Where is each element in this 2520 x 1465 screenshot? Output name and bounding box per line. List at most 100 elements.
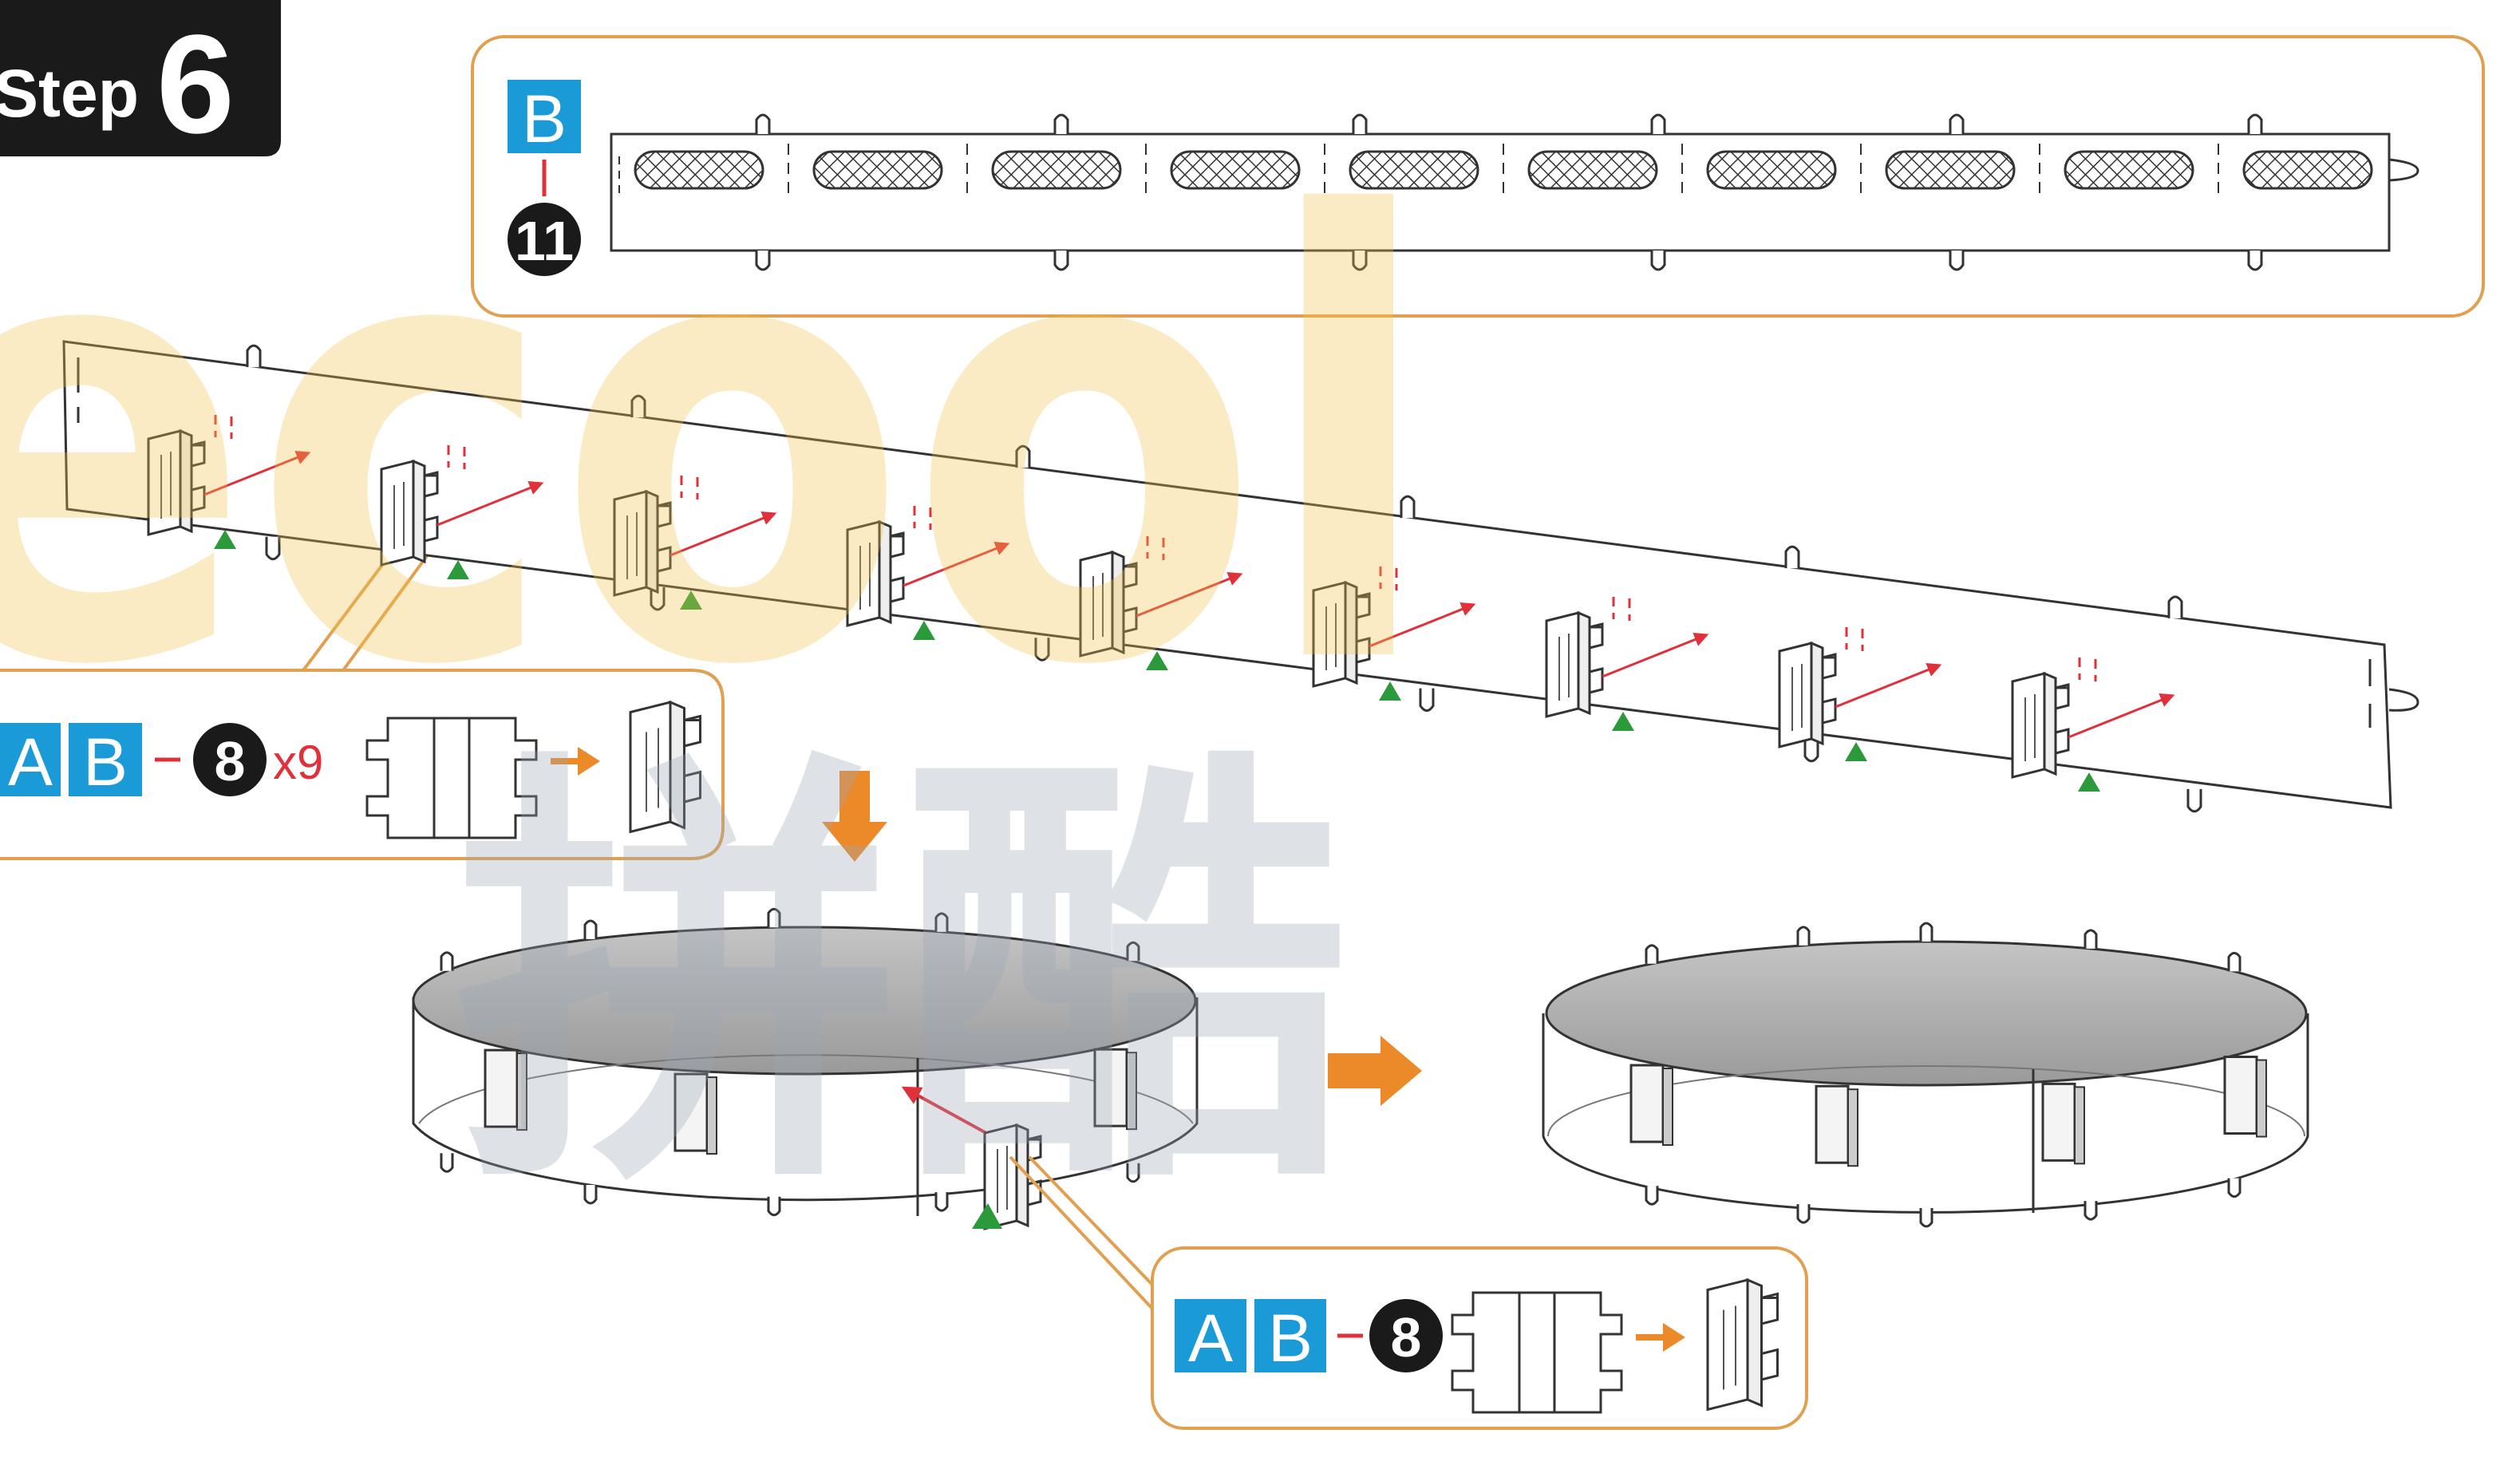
strip-tab-top <box>755 113 771 134</box>
strip-tab-bottom <box>1352 251 1368 271</box>
slot-guide <box>913 506 932 530</box>
strip-tab-bottom <box>1419 688 1435 713</box>
strip-bracket <box>380 445 544 579</box>
red-arrow-icon <box>436 480 544 527</box>
slot-guide <box>1379 567 1398 590</box>
step-badge-icon <box>0 0 281 156</box>
slot-guide <box>1146 536 1165 560</box>
ring-post-side <box>706 1076 717 1155</box>
bracket-side <box>412 459 426 564</box>
green-triangle-icon <box>2078 772 2100 792</box>
ring-tab-top <box>2227 951 2242 972</box>
mesh-window <box>991 150 1122 190</box>
ring-tab-top <box>440 951 454 971</box>
ring-post <box>484 1048 519 1128</box>
ring-tab-bottom <box>583 1185 598 1205</box>
slot-guide <box>2078 657 2097 681</box>
bracket-side <box>1577 610 1591 716</box>
bracket-face <box>1545 611 1580 718</box>
bracket-tabs <box>1822 653 1837 725</box>
ring-tab-top <box>1919 922 1933 942</box>
bracket-tabs <box>1123 562 1138 634</box>
bracket-tabs <box>684 714 701 804</box>
strip-bracket <box>846 506 1010 640</box>
strip-tab-bottom <box>650 587 666 611</box>
ring-post <box>1093 1048 1128 1127</box>
left-callout-frame <box>0 669 725 860</box>
bracket-groove <box>1791 664 1803 731</box>
strip-bracket <box>2011 657 2175 792</box>
strip-tab-bottom <box>1650 251 1666 271</box>
part-8-badge <box>1369 1299 1443 1372</box>
part-11-number: 11 <box>515 210 574 272</box>
ring-tab-bottom <box>934 1192 949 1212</box>
bracket-tabs <box>1761 1292 1779 1381</box>
red-arrow-icon <box>1136 571 1243 618</box>
part-11-badge <box>508 203 581 276</box>
sheet-b-badge <box>1254 1299 1326 1372</box>
green-triangle-icon <box>913 621 935 640</box>
strip-tab-top <box>1949 113 1965 134</box>
strip-bracket <box>147 415 311 549</box>
strip-tab-bottom <box>1803 738 1819 763</box>
red-arrow-icon <box>901 1086 987 1135</box>
ring2-top-disc <box>1545 940 2308 1087</box>
folded-bracket-part <box>1706 1277 1779 1412</box>
watermark-cjk: 拼酷 <box>455 719 1349 1239</box>
mesh-window <box>2242 150 2373 190</box>
bracket-side <box>1746 1277 1763 1408</box>
ring-tab-top <box>2084 929 2098 949</box>
ring-assembly-in-progress <box>412 907 1199 1310</box>
sheet-b-letter: B <box>522 81 567 156</box>
strip-tab-bottom <box>2247 251 2263 271</box>
ring-post <box>1815 1084 1850 1164</box>
red-arrow-icon <box>1835 662 1942 709</box>
ring-post-side <box>2074 1086 2085 1165</box>
slot-guide <box>680 476 699 500</box>
part-8-badge <box>193 723 267 796</box>
green-triangle-icon <box>447 560 469 579</box>
ring-tabs <box>440 907 1140 1217</box>
red-arrow-icon <box>203 450 311 496</box>
slot-guide <box>214 415 233 439</box>
ring-tab-bottom <box>1796 1204 1811 1224</box>
sheet-a-letter: A <box>8 725 53 800</box>
bracket-groove <box>1325 603 1337 670</box>
strip-tab-bottom <box>1034 638 1050 661</box>
orange-arrow-icon <box>551 747 600 776</box>
left-callout: A B 8 x9 <box>0 541 725 860</box>
ring-post-side <box>1847 1088 1858 1167</box>
ring-tab-bottom <box>767 1196 781 1217</box>
red-arrow-icon <box>669 511 777 557</box>
sheet-b-badge <box>69 723 142 796</box>
ring-tab-bottom <box>2227 1178 2242 1198</box>
green-triangle-icon <box>680 590 702 610</box>
bracket-side <box>669 700 685 830</box>
bracket-groove <box>859 543 871 610</box>
strip-tab-top <box>1015 444 1031 468</box>
strip-end-tab <box>2388 158 2419 182</box>
strip-tab-top <box>1784 545 1800 569</box>
ring-post <box>2223 1056 2258 1135</box>
green-triangle-icon <box>214 530 236 549</box>
ring-post-side <box>516 1052 527 1131</box>
mesh-window <box>634 150 764 190</box>
slot-guide <box>1845 627 1864 651</box>
bracket-groove <box>646 728 659 812</box>
strip-tab-top <box>246 344 262 368</box>
strip-tab-top <box>1650 113 1666 134</box>
quantity-multiplier: x9 <box>273 736 323 789</box>
strip-tab-bottom <box>1053 251 1069 271</box>
ring-post-side <box>1126 1052 1137 1131</box>
sheet-a-badge <box>1175 1299 1246 1372</box>
ring-post-side <box>2256 1059 2267 1138</box>
part-8-number: 8 <box>215 730 246 792</box>
slot-guide <box>1612 597 1631 621</box>
bracket-side <box>1344 580 1358 685</box>
ring-tab-top <box>1126 941 1140 962</box>
green-triangle-icon <box>972 1203 1002 1229</box>
strip-end-tab <box>2388 688 2419 712</box>
watermark-latin: ecool <box>0 93 1436 798</box>
bracket-side <box>878 519 892 625</box>
